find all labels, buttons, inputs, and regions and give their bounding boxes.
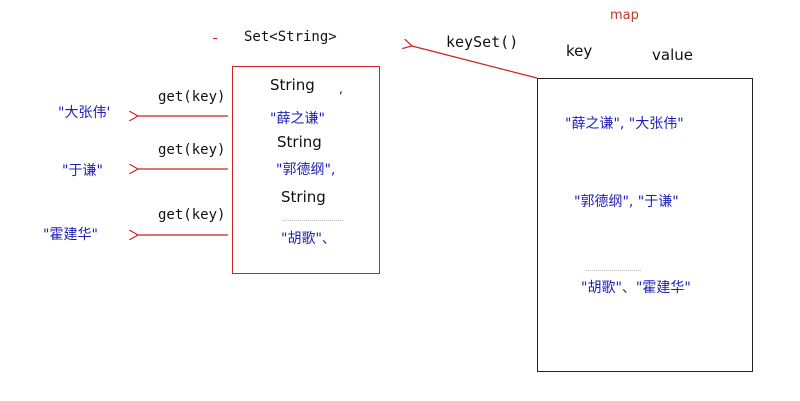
- set-title: Set<String>: [244, 29, 337, 45]
- get-key-label-2: get(key): [158, 142, 226, 158]
- keyset-arrow: [412, 46, 538, 79]
- map-value-header: value: [652, 46, 693, 64]
- keyset-label: keySet(): [446, 33, 519, 51]
- set-item-comma-1: ,: [339, 82, 343, 96]
- decor-dash: [213, 38, 217, 39]
- set-item-type-2: String: [277, 133, 322, 151]
- decor-dots-2: [586, 270, 641, 271]
- set-item-key-3: "胡歌"、: [281, 231, 336, 247]
- get-key-label-3: get(key): [158, 207, 226, 223]
- map-key-header: key: [566, 42, 593, 60]
- set-item-type-1: String: [270, 76, 315, 94]
- get-result-3: "霍建华": [43, 227, 98, 243]
- map-entry-2: "郭德纲", "于谦": [574, 194, 679, 210]
- get-result-2: "于谦": [62, 163, 103, 179]
- set-item-key-1: "薛之谦": [270, 111, 325, 127]
- map-box: [537, 78, 753, 372]
- decor-dots-1: [283, 220, 343, 221]
- set-box: [232, 66, 380, 274]
- map-label: map: [610, 8, 639, 23]
- set-item-type-3: String: [281, 188, 326, 206]
- get-result-1: "大张伟': [58, 105, 111, 121]
- get-key-label-1: get(key): [158, 89, 226, 105]
- set-item-key-2: "郭德纲",: [276, 162, 336, 178]
- map-entry-1: "薛之谦", "大张伟": [565, 116, 684, 132]
- map-entry-3: "胡歌"、"霍建华": [581, 280, 691, 296]
